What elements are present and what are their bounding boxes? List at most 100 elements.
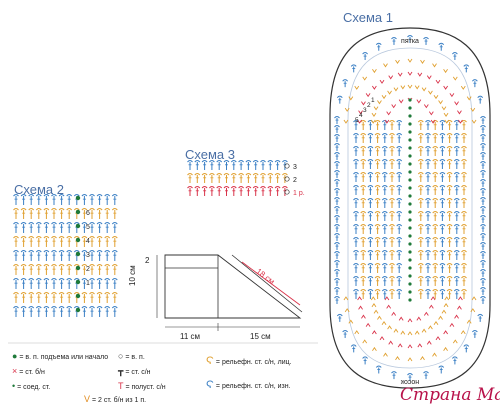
stitch-mark: [360, 263, 367, 273]
stitch-hook: [389, 250, 395, 253]
stitch-mark: [111, 222, 118, 233]
stitch-hook: [334, 269, 340, 272]
stitch-hook: [480, 125, 486, 128]
stitch-mark: [28, 264, 35, 275]
stitch-hook: [58, 264, 65, 267]
stitch-hook: [360, 211, 367, 214]
stitch-hook: [432, 211, 439, 214]
stitch-mark: [267, 173, 274, 183]
stitch-mark: [111, 278, 118, 289]
stitch-hook: [66, 208, 73, 211]
fan-stitch: [435, 79, 441, 84]
stitch-mark: [425, 276, 431, 286]
stitch-mark: [360, 211, 367, 221]
stitch-mark: [461, 289, 467, 299]
stitch-hook: [417, 263, 424, 266]
center-chain-dot: [408, 122, 412, 126]
stitch-mark: [453, 250, 460, 260]
stitch-hook: [51, 264, 57, 267]
fan-stitch: [386, 111, 392, 116]
stitch-hook: [104, 292, 111, 295]
stitch-mark: [423, 371, 429, 380]
stitch-hook: [81, 278, 88, 281]
stitch-hook: [252, 160, 259, 163]
stitch-hook: [446, 185, 453, 188]
stitch-mark: [35, 194, 42, 205]
legend-item-lift-chain: ● = в. п. подъема или начало: [12, 351, 108, 361]
stitch-mark: [252, 186, 259, 196]
stitch-mark: [353, 250, 359, 260]
stitch-hook: [89, 194, 95, 197]
stitch-hook: [396, 237, 403, 240]
stitch-hook: [471, 79, 478, 82]
stitch-mark: [389, 120, 395, 130]
stitch-hook: [43, 306, 50, 309]
stitch-hook: [35, 208, 42, 211]
fan-stitch: [407, 344, 413, 349]
stitch-mark: [342, 329, 349, 338]
scheme-3-stitch-columns: [187, 160, 288, 196]
fan-stitch: [348, 319, 354, 324]
stitch-hook: [389, 289, 395, 292]
stitch-mark: [51, 222, 57, 233]
stitch-mark: [439, 276, 446, 286]
stitch-hook: [111, 194, 118, 197]
stitch-hook: [353, 120, 359, 123]
row-number: 2: [293, 177, 297, 184]
stitch-mark: [209, 186, 215, 196]
stitch-hook: [446, 172, 453, 175]
fan-stitch: [343, 119, 349, 124]
stitch-mark: [374, 198, 381, 208]
stitch-hook: [389, 172, 395, 175]
stitch-mark: [43, 264, 50, 275]
stitch-hook: [453, 263, 460, 266]
stitch-mark: [367, 146, 374, 156]
stitch-mark: [461, 146, 467, 156]
fan-stitch: [371, 303, 377, 308]
stitch-mark: [28, 278, 35, 289]
stitch-mark: [334, 278, 340, 286]
stitch-mark: [104, 208, 111, 219]
stitch-hook: [252, 186, 259, 189]
stitch-hook: [461, 289, 467, 292]
fan-stitch: [460, 85, 466, 90]
stitch-hook: [58, 222, 65, 225]
fan-stitch: [449, 322, 455, 327]
stitch-hook: [461, 250, 467, 253]
stitch-mark: [43, 208, 50, 219]
fan-stitch: [444, 296, 450, 301]
stitch-mark: [439, 198, 446, 208]
stitch-hook: [480, 278, 486, 281]
stitch-mark: [417, 146, 424, 156]
stitch-mark: [425, 198, 431, 208]
stitch-mark: [194, 186, 201, 196]
stitch-hook: [43, 278, 50, 281]
stitch-hook: [360, 224, 367, 227]
scheme-1-title: Схема 1: [343, 10, 393, 25]
stitch-mark: [374, 237, 381, 247]
stitch-mark: [452, 52, 458, 61]
stitch-mark: [252, 173, 259, 183]
stitch-mark: [439, 250, 446, 260]
center-chain-dot: [408, 138, 412, 142]
legend-item-relief-back: Ϛ = рельефн. ст. с/н, изн.: [206, 379, 291, 391]
stitch-hook: [13, 292, 19, 295]
stitch-hook: [111, 292, 118, 295]
stitch-hook: [381, 159, 388, 162]
stitch-hook: [396, 159, 403, 162]
stitch-hook: [58, 292, 65, 295]
stitch-mark: [223, 173, 230, 183]
stitch-hook: [453, 211, 460, 214]
stitch-mark: [439, 237, 446, 247]
stitch-mark: [260, 186, 266, 196]
fan-stitch: [371, 112, 377, 117]
stitch-hook: [245, 186, 252, 189]
fan-stitch: [361, 314, 366, 319]
stitch-hook: [389, 211, 395, 214]
stitch-mark: [104, 292, 111, 303]
chain-circle: [284, 189, 290, 195]
stitch-mark: [89, 278, 95, 289]
stitch-hook: [396, 146, 403, 149]
stitch-hook: [51, 236, 57, 239]
